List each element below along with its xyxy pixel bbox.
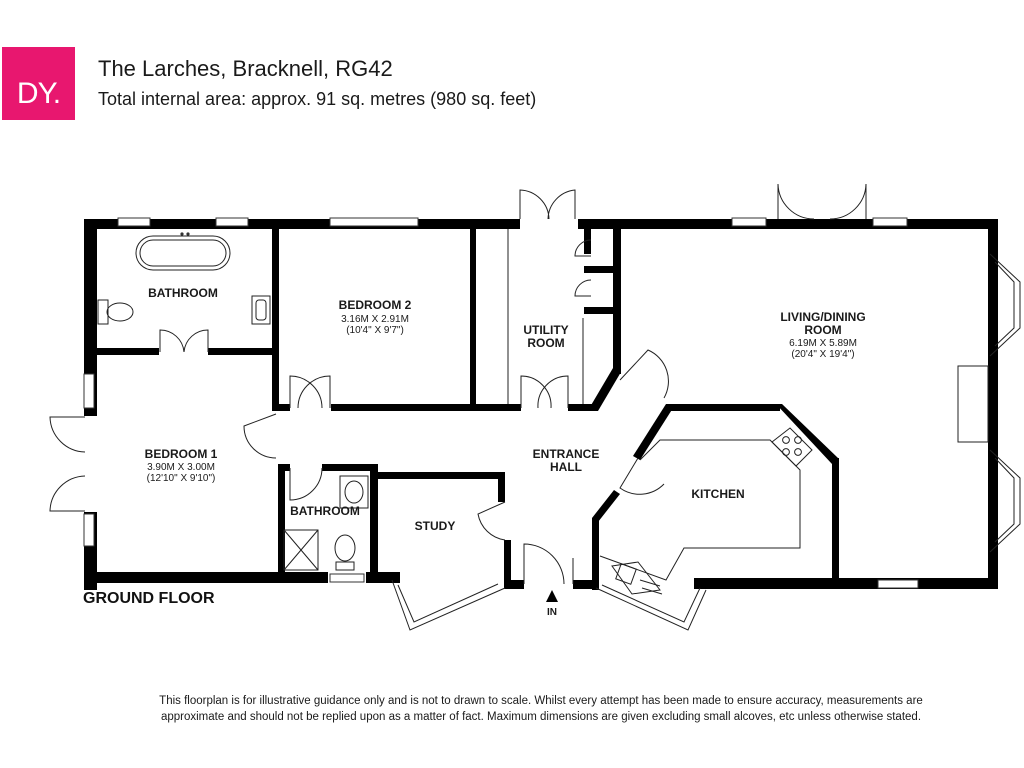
room-bedroom-1-dim-ft: (12'10" X 9'10") [147, 473, 216, 484]
room-labels: BATHROOM BEDROOM 2 3.16M X 2.91M (10'4" … [83, 286, 866, 618]
disclaimer-line-1: This floorplan is for illustrative guida… [159, 695, 923, 707]
room-bedroom-1-dim-m: 3.90M X 3.00M [147, 462, 215, 473]
room-living-dim-ft: (20'4" X 19'4") [791, 349, 854, 360]
room-bathroom-bottom: BATHROOM [290, 504, 360, 518]
room-bedroom-2-dim-m: 3.16M X 2.91M [341, 314, 409, 325]
doors [49, 183, 867, 585]
room-study: STUDY [415, 519, 456, 533]
room-hall-line1: ENTRANCE [533, 447, 600, 461]
room-living-line2: ROOM [804, 323, 841, 337]
room-hall-line2: HALL [550, 460, 582, 474]
walls [84, 219, 998, 590]
property-title: The Larches, Bracknell, RG42 [98, 56, 393, 81]
floor-label: GROUND FLOOR [83, 590, 215, 607]
room-bathroom-top: BATHROOM [148, 286, 218, 300]
room-utility-line1: UTILITY [523, 323, 568, 337]
disclaimer-line-2: approximate and should not be replied up… [160, 711, 922, 723]
logo: DY. [2, 47, 75, 120]
entrance-label: IN [547, 607, 557, 618]
room-bedroom-2-dim-ft: (10'4" X 9'7") [346, 325, 404, 336]
room-kitchen: KITCHEN [691, 487, 744, 501]
room-bedroom-2: BEDROOM 2 [339, 298, 412, 312]
bath-fixtures [97, 232, 369, 571]
room-utility-line2: ROOM [527, 336, 564, 350]
bay-windows [391, 253, 1021, 631]
room-living-line1: LIVING/DINING [780, 310, 865, 324]
entrance-arrow-icon [546, 590, 558, 602]
disclaimer: This floorplan is for illustrative guida… [80, 693, 1002, 725]
room-living-dim-m: 6.19M X 5.89M [789, 338, 857, 349]
room-bedroom-1: BEDROOM 1 [145, 447, 218, 461]
utility-fixtures [507, 229, 989, 443]
total-area: Total internal area: approx. 91 sq. metr… [98, 89, 537, 109]
kitchen-fixtures [599, 427, 813, 595]
logo-text: DY. [16, 76, 61, 110]
windows [83, 217, 919, 589]
